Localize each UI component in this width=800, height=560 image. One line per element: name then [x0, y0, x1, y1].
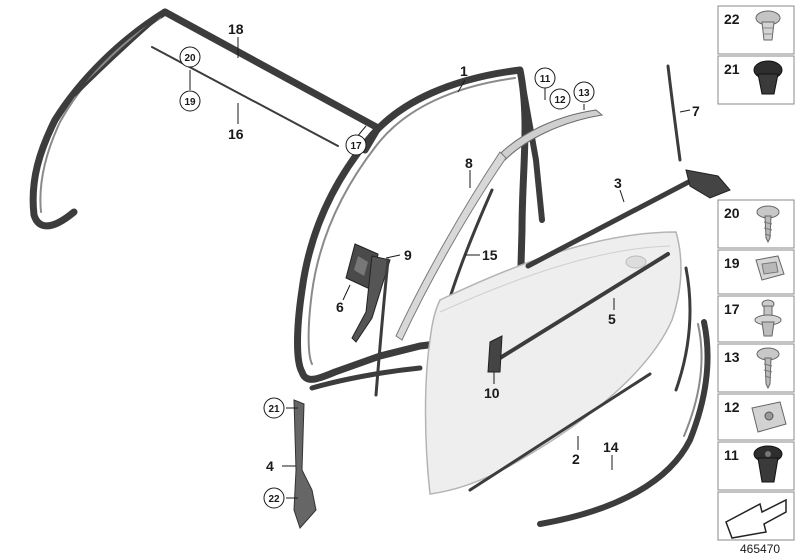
sidebar-label-21: 21 [724, 61, 740, 77]
sidebar-label-13: 13 [724, 349, 740, 365]
callout-2: 2 [572, 451, 580, 467]
callout-18: 16 [228, 126, 244, 142]
sidebar-label-22: 22 [724, 11, 740, 27]
callout-numbers: 18 16 1 8 15 9 6 7 3 5 10 2 14 4 [228, 21, 700, 474]
sidebar-label-11: 11 [724, 447, 739, 463]
callout-16: 15 [482, 247, 498, 263]
callout-1: 1 [460, 63, 468, 79]
expanding-nut-icon [753, 445, 783, 483]
circle-callout-12: 12 [549, 88, 571, 110]
svg-text:21: 21 [268, 404, 280, 415]
pan-head-screw-icon [756, 347, 780, 390]
callout-8: 8 [465, 155, 473, 171]
callout-15: 18 [228, 21, 244, 37]
part-15-frame-seal [29, 8, 382, 230]
callout-10: 10 [484, 385, 500, 401]
callout-3: 3 [614, 175, 622, 191]
sidebar-label-19: 19 [724, 255, 740, 271]
callout-6: 6 [336, 299, 344, 315]
svg-text:19: 19 [184, 97, 196, 108]
svg-text:17: 17 [350, 141, 362, 152]
svg-text:22: 22 [268, 494, 280, 505]
circle-callout-13: 13 [573, 81, 595, 103]
svg-text:12: 12 [554, 95, 566, 106]
part-9-window-post [351, 255, 391, 397]
part-7-vertical-rail [666, 64, 682, 162]
sidebar-label-17: 17 [724, 301, 740, 317]
circle-callout-17: 17 [345, 134, 367, 156]
callout-7: 7 [692, 103, 700, 119]
sidebar-label-20: 20 [724, 205, 740, 221]
circle-callout-22: 22 [263, 487, 285, 509]
svg-text:20: 20 [184, 53, 196, 64]
callout-5: 5 [608, 311, 616, 327]
grommet-icon [753, 60, 783, 95]
callout-9: 9 [404, 247, 412, 263]
sidebar-label-12: 12 [724, 399, 740, 415]
part-2-door-panel [424, 231, 682, 495]
fastener-sidebar: 22 21 20 19 17 13 12 11 [717, 5, 795, 541]
part-14-sill-seal [537, 266, 711, 527]
part-8-window-channel [395, 151, 507, 341]
circle-callout-21: 21 [263, 397, 285, 419]
part-12-upper-trim [499, 109, 604, 161]
circle-callout-11: 11 [534, 67, 556, 89]
torx-screw-icon [756, 205, 780, 244]
speed-nut-icon [751, 401, 787, 433]
part-18-trim-strip [151, 46, 339, 147]
expanding-rivet-icon [754, 299, 782, 337]
callout-14: 14 [603, 439, 619, 455]
circle-callout-20: 20 [179, 46, 201, 68]
part-4-pillar-bracket [293, 399, 317, 529]
direction-arrow-icon [725, 498, 787, 539]
reference-number: 465470 [740, 542, 780, 556]
part-10-door-bracket [487, 335, 503, 373]
circled-callouts: 20 19 17 11 12 13 21 22 [179, 46, 595, 509]
push-clip-icon [755, 10, 781, 41]
callout-4: 4 [266, 458, 274, 474]
svg-text:13: 13 [578, 88, 590, 99]
part-1-door-opening-seal [294, 66, 545, 391]
retainer-clip-icon [755, 255, 785, 281]
part-3-upper-door-seal [525, 169, 731, 269]
leader-lines [189, 37, 691, 499]
part-5-belt-strip [498, 252, 670, 360]
circle-callout-19: 19 [179, 90, 201, 112]
svg-text:11: 11 [540, 74, 551, 85]
